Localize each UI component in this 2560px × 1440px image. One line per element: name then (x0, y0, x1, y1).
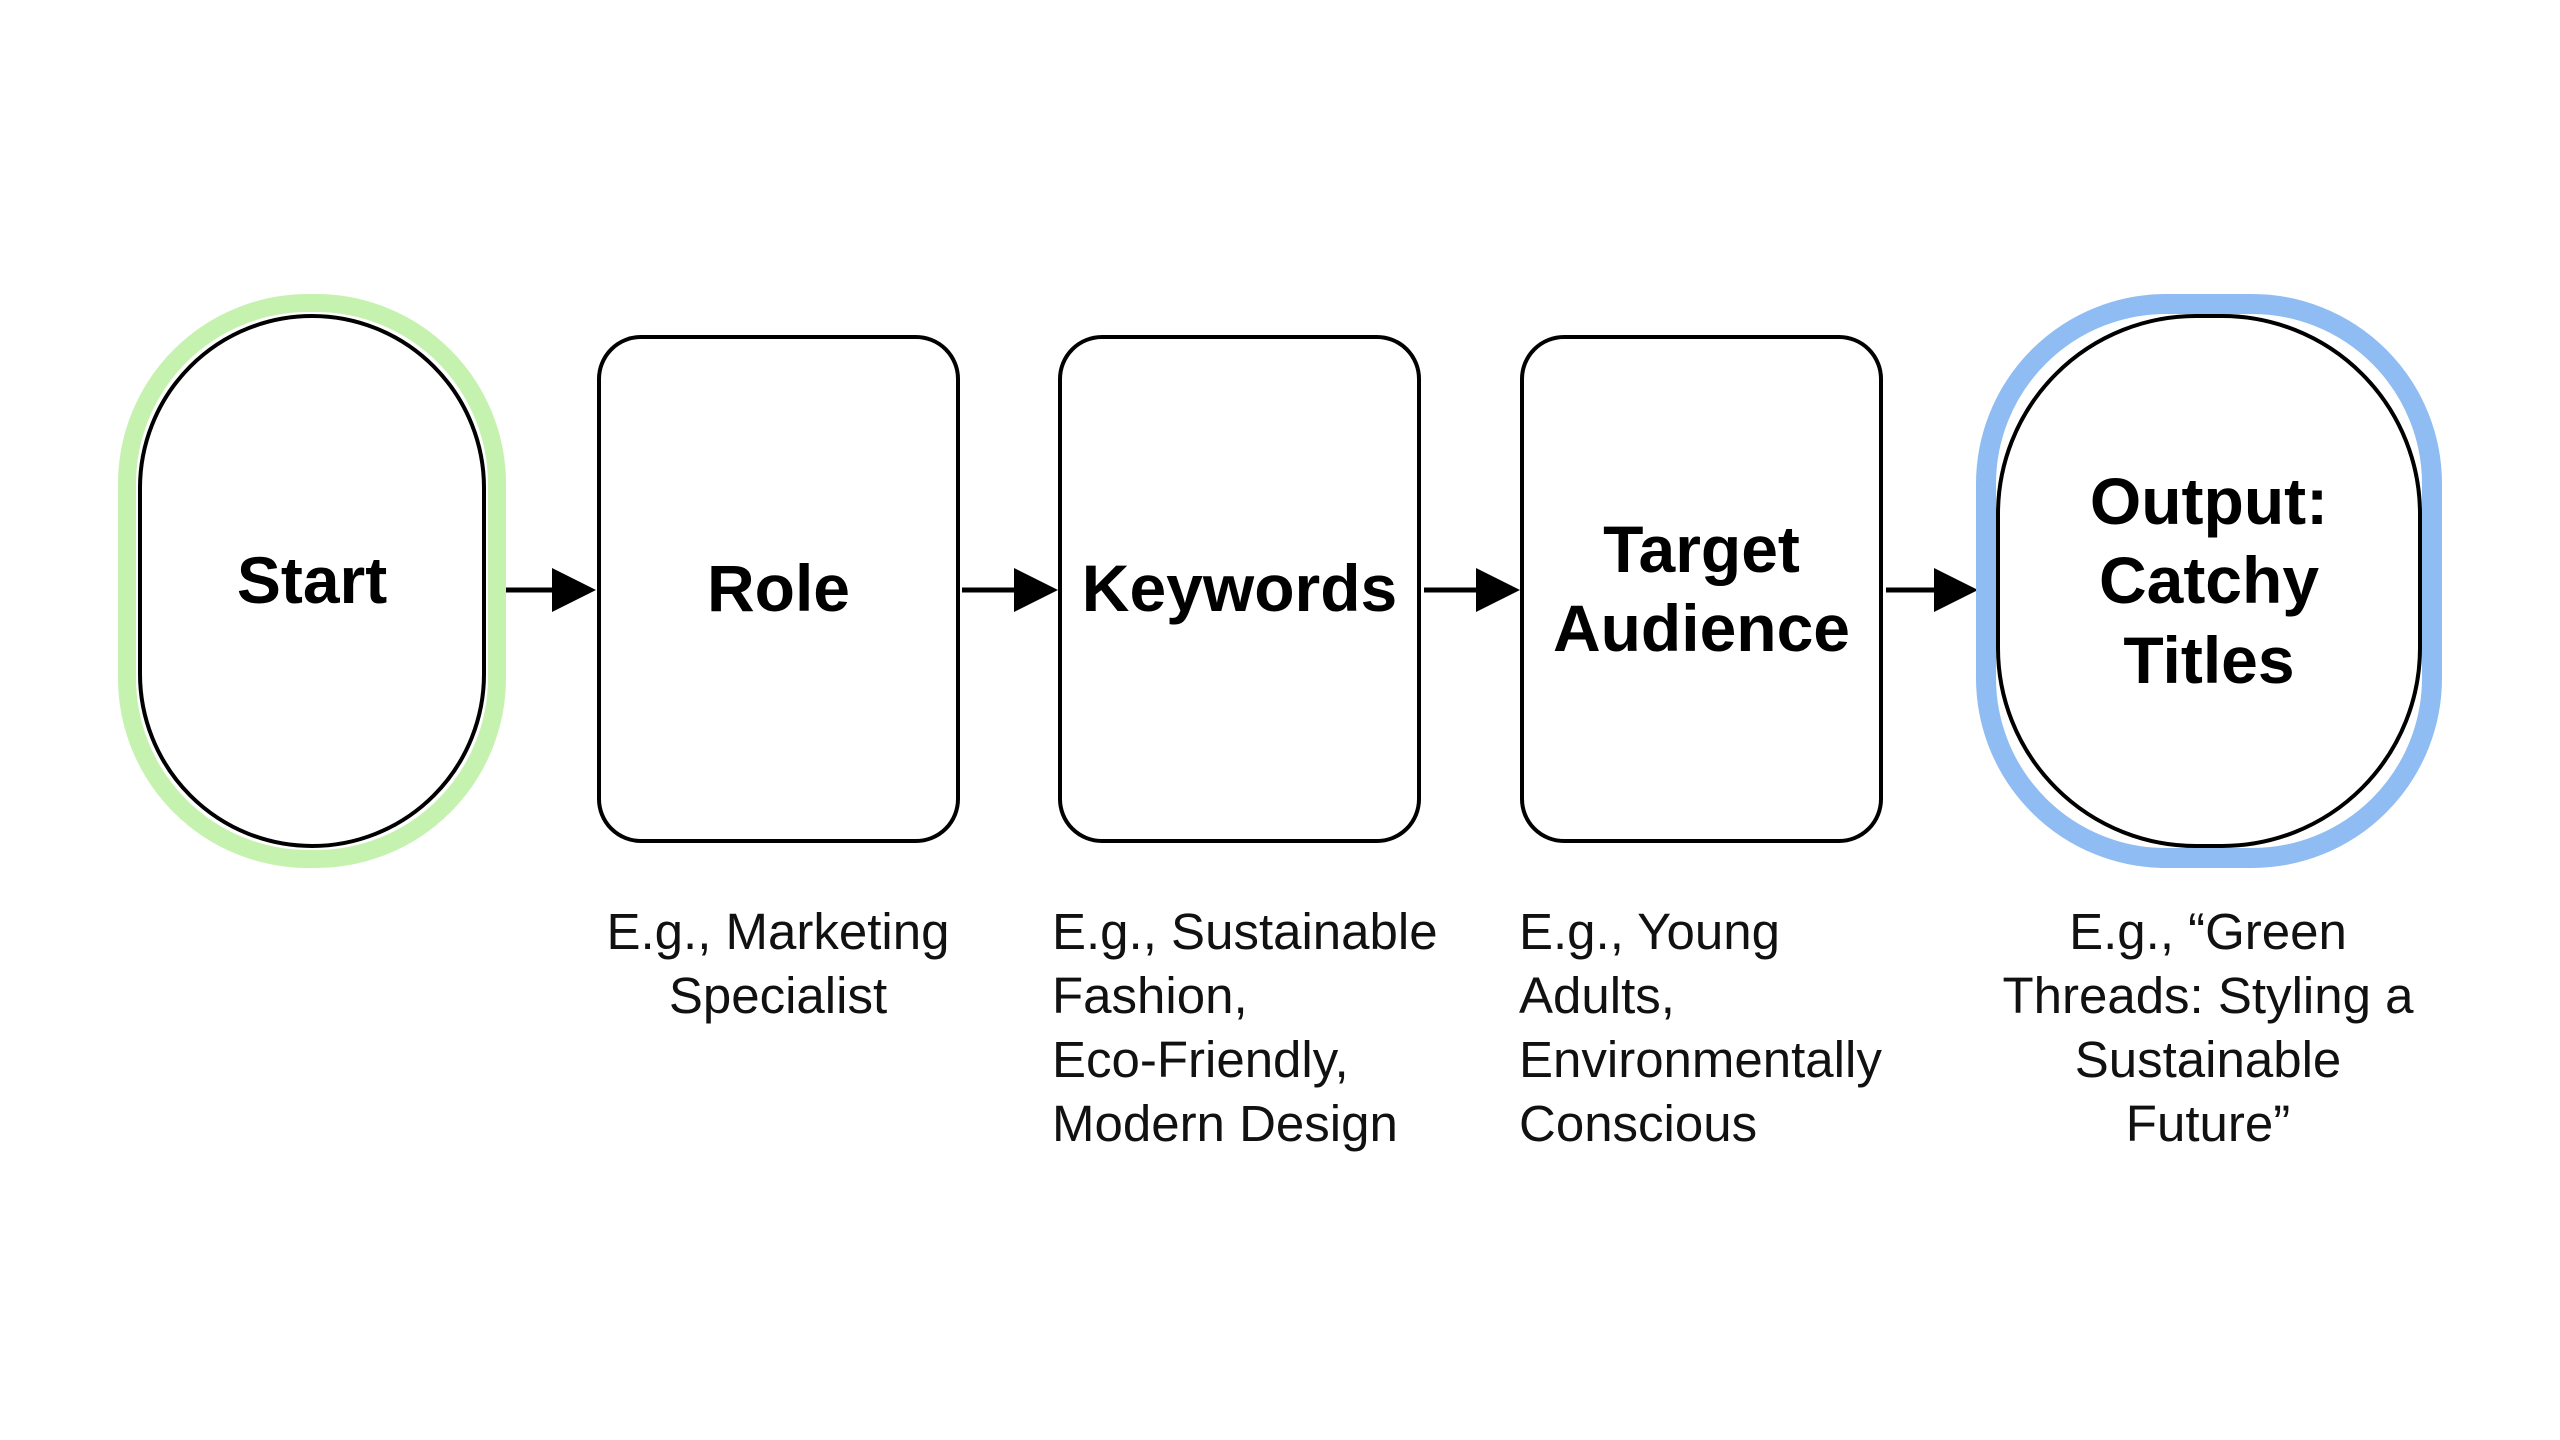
role-node: Role (597, 335, 960, 843)
arrow-start-to-role (506, 568, 596, 612)
start-node: Start (138, 314, 486, 848)
keywords-node-label: Keywords (1081, 551, 1398, 626)
arrow-target-audience-to-output (1886, 568, 1978, 612)
target-audience-node-label: Target Audience (1552, 511, 1851, 665)
keywords-note: E.g., Sustainable Fashion, Eco-Friendly,… (1052, 903, 1438, 1152)
output-note: E.g., “Green Threads: Styling a Sustaina… (2002, 903, 2414, 1152)
target-audience-note: E.g., Young Adults, Environmentally Cons… (1519, 903, 1882, 1152)
keywords-node: Keywords (1058, 335, 1421, 843)
role-note: E.g., Marketing Specialist (606, 903, 950, 1024)
output-node-label: Output: Catchy Titles (2089, 464, 2329, 697)
output-node: Output: Catchy Titles (1996, 314, 2422, 848)
role-node-label: Role (706, 551, 851, 626)
start-node-label: Start (236, 543, 388, 618)
arrow-role-to-keywords (962, 568, 1058, 612)
arrow-keywords-to-target-audience (1424, 568, 1520, 612)
target-audience-node: Target Audience (1520, 335, 1883, 843)
